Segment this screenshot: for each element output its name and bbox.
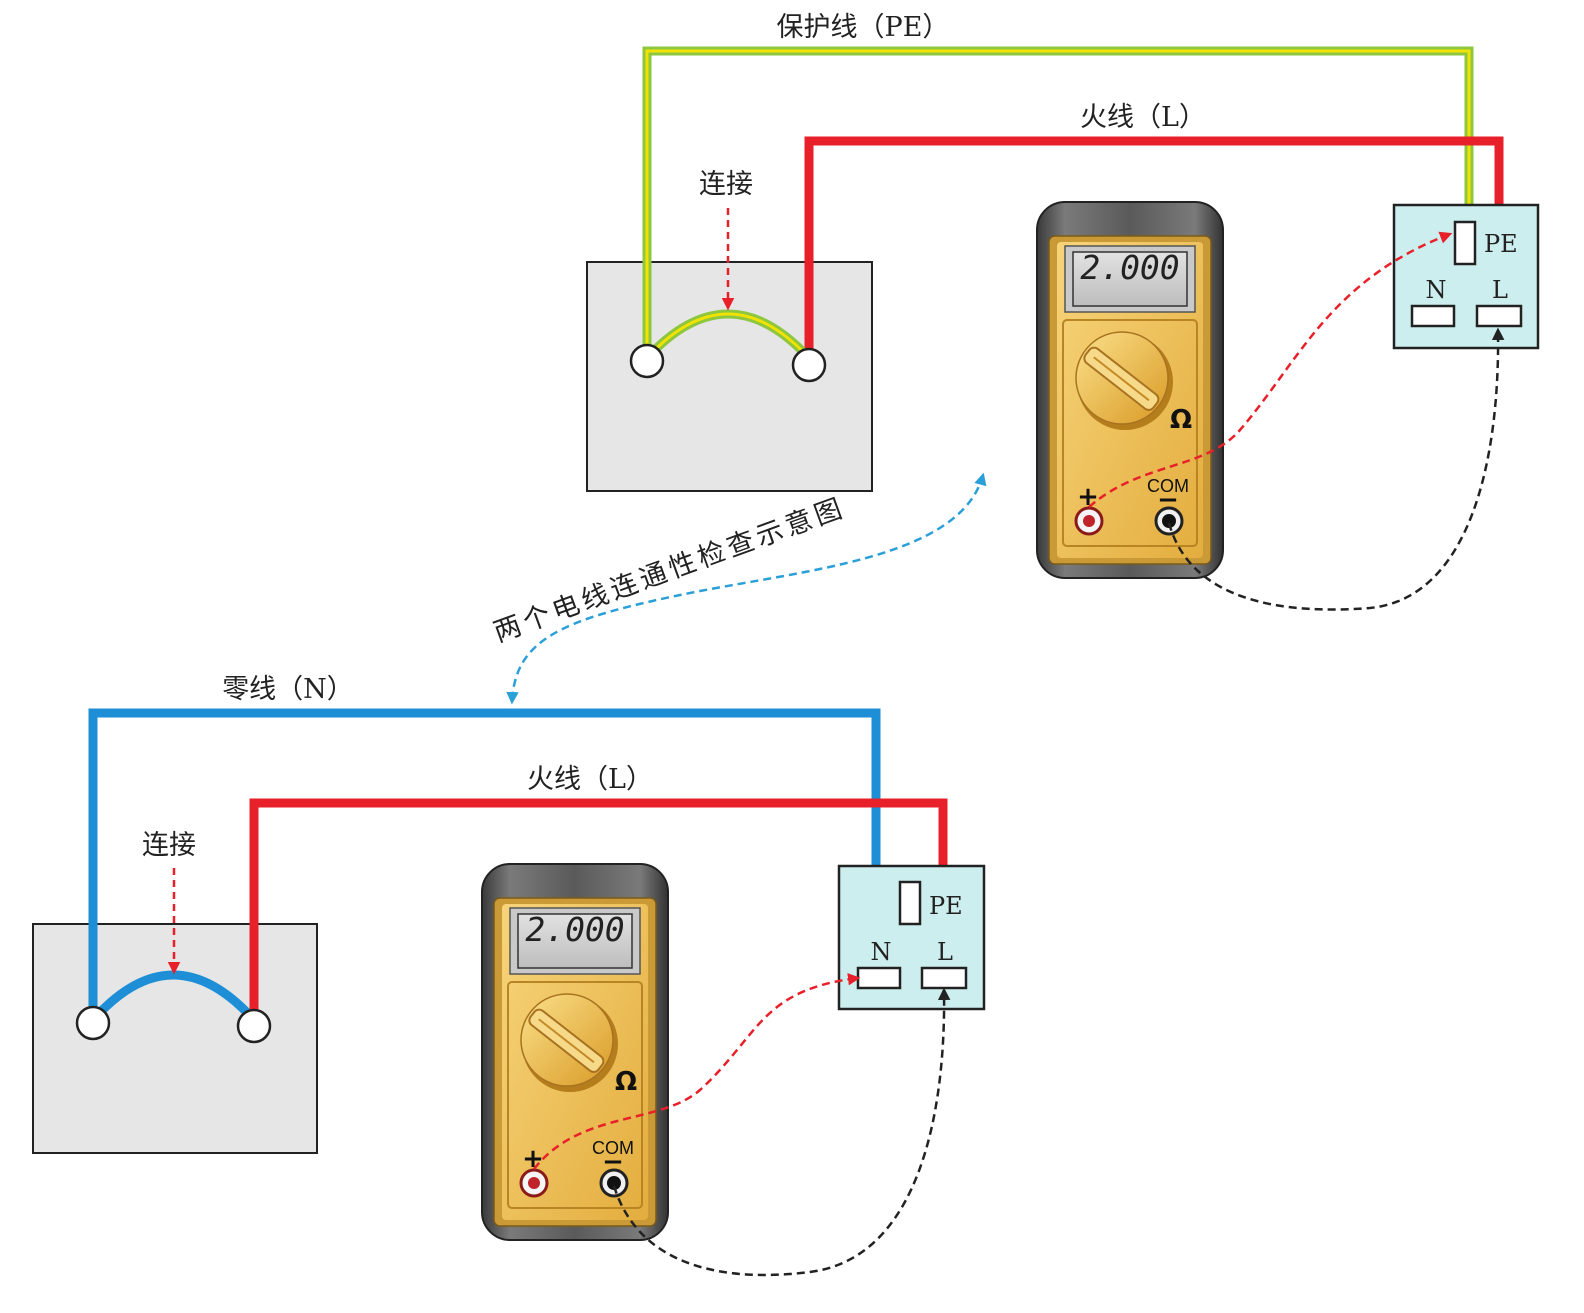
bottom-live-wire-label: 火线（L） [527,764,653,795]
bottom-meter-display: 2.000 [525,910,624,949]
bottom-socket-pe-slot [898,880,922,926]
top-junction-box [586,261,873,492]
bottom-black-probe-lead [612,987,951,1277]
top-circuit: 连接 保护线（PE） 火线（L） PE N L 2.000 Ω + COM − [586,12,1540,611]
top-live-wire-label: 火线（L） [1080,102,1206,133]
bottom-connect-label: 连接 [142,830,196,861]
bottom-socket-n-label: N [871,938,892,966]
bottom-meter-plus-icon: + [522,1144,544,1174]
bottom-socket-n-slot [856,966,902,990]
bottom-socket-l-label: L [937,938,953,966]
top-pe-wire-label: 保护线（PE） [777,12,950,43]
bottom-live-wire [249,798,948,1024]
bottom-socket-l-slot [920,966,968,990]
caption-arrow [506,472,987,705]
top-black-probe-lead [1167,327,1505,611]
top-live-wire [804,136,1504,363]
top-socket-n-slot [1410,304,1456,328]
bottom-terminal-right [236,1008,272,1044]
bottom-multimeter: 2.000 Ω + COM − [480,862,670,1242]
bottom-meter-ohm-icon: Ω [615,1067,637,1097]
top-socket-pe-slot [1453,220,1477,266]
caption-group: 两个电线连通性检查示意图 [490,472,987,705]
bottom-meter-minus-icon: − [602,1147,624,1177]
top-meter-plus-icon: + [1077,482,1099,512]
bottom-circuit: 连接 零线（N） 火线（L） PE N L 2.000 Ω + COM − [32,674,986,1277]
top-meter-ohm-icon: Ω [1170,405,1192,435]
caption-text: 两个电线连通性检查示意图 [490,492,850,648]
bottom-neutral-wire [88,708,881,1022]
bottom-red-probe-lead [533,973,861,1170]
top-socket-l-label: L [1492,276,1508,304]
top-multimeter: 2.000 Ω + COM − [1035,200,1225,580]
bottom-socket: PE N L [837,864,986,1011]
top-connect-label: 连接 [699,169,753,200]
top-pe-wire [642,46,1474,363]
bottom-socket-pe-label: PE [929,892,963,920]
bottom-terminal-left [75,1005,111,1041]
top-meter-display: 2.000 [1080,248,1179,287]
top-socket-n-label: N [1426,276,1447,304]
top-socket-pe-label: PE [1484,230,1518,258]
top-meter-minus-icon: − [1157,485,1179,515]
top-terminal-right [791,347,827,383]
bottom-neutral-wire-label: 零线（N） [222,674,354,705]
bottom-meter-com-label: COM [592,1138,634,1158]
bottom-jumper [89,970,258,1024]
top-red-probe-lead [1088,231,1453,508]
top-terminal-left [629,343,665,379]
top-jumper [643,309,813,362]
top-meter-com-label: COM [1147,476,1189,496]
top-socket: PE N L [1392,203,1540,350]
top-socket-l-slot [1475,304,1523,328]
